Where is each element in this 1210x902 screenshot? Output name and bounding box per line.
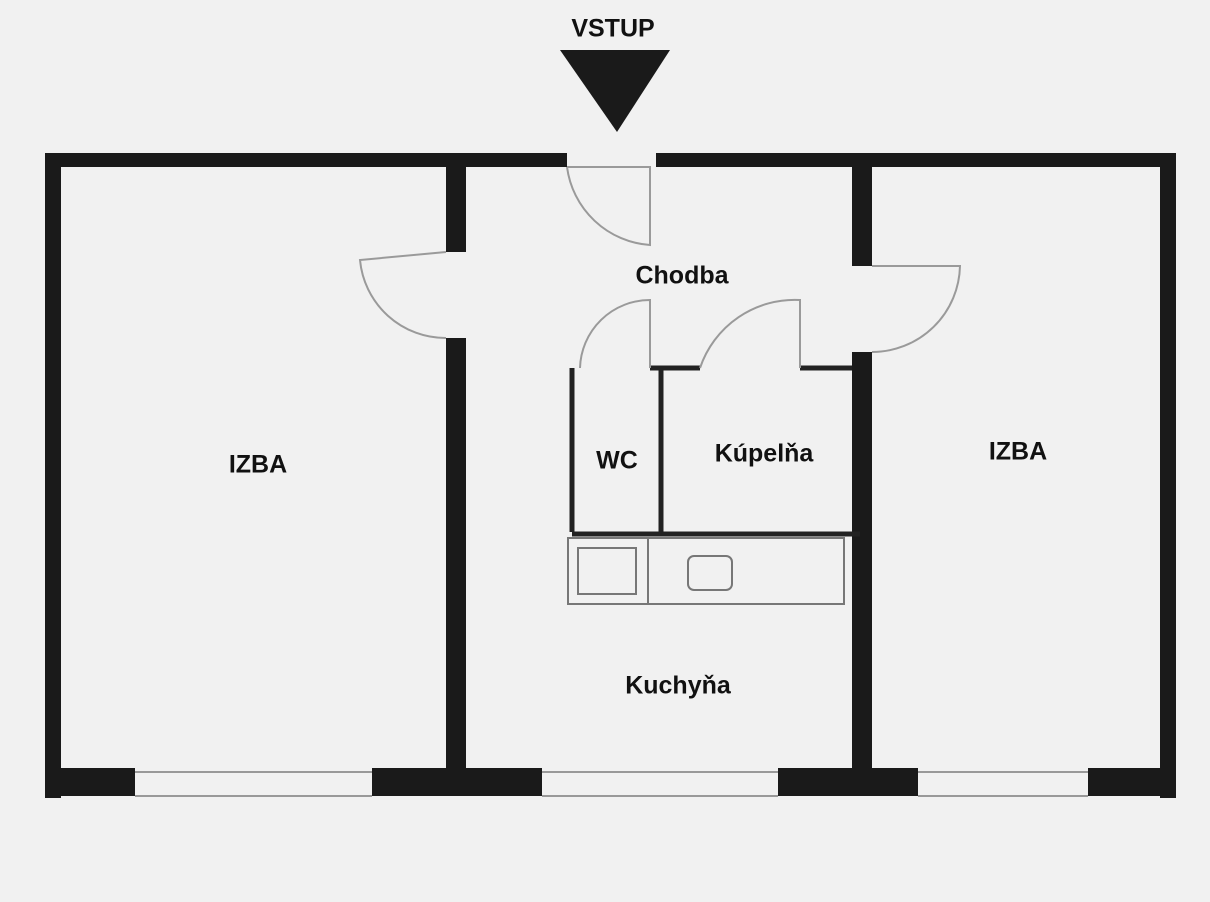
wall-left-inner-lower <box>446 338 466 778</box>
wall-right-inner-lower <box>852 352 872 778</box>
wall-left-inner-upper <box>446 160 466 252</box>
door-swings <box>358 166 962 369</box>
entrance-label: VSTUP <box>571 14 655 43</box>
room-label-right-room: IZBA <box>988 437 1048 466</box>
windows <box>135 771 1088 797</box>
wall-right <box>1160 153 1176 798</box>
wall-left <box>45 153 61 798</box>
wall-right-inner-upper <box>852 160 872 266</box>
room-label-bathroom: Kúpelňa <box>714 439 814 468</box>
room-label-wc: WC <box>596 446 638 475</box>
room-label-hall: Chodba <box>635 261 729 290</box>
kitchen-counter <box>567 537 845 605</box>
wall-bottom-1 <box>45 768 135 796</box>
wall-top-right <box>656 153 1176 167</box>
room-label-left-room: IZBA <box>228 450 288 479</box>
wall-bottom-3 <box>778 768 918 796</box>
wall-bottom-4 <box>1088 768 1176 796</box>
room-label-kitchen: Kuchyňa <box>625 671 731 700</box>
wall-top-left <box>45 153 567 167</box>
entrance-arrow-icon <box>560 50 670 132</box>
